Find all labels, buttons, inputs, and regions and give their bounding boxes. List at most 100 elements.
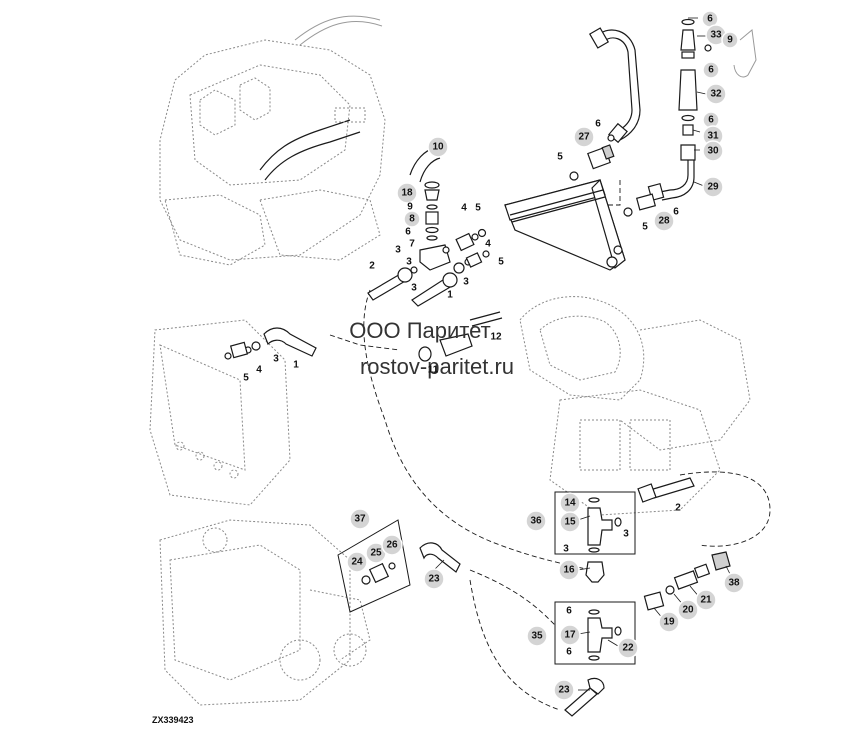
fitting-16	[585, 561, 605, 583]
bracket-parts-11-12	[418, 311, 503, 362]
callout-19: 19	[658, 611, 680, 633]
part-label-3: 3	[411, 283, 417, 294]
callout-38: 38	[723, 572, 745, 594]
callout-26: 26	[381, 534, 403, 556]
callout-circle	[526, 625, 548, 647]
callout-circle	[559, 511, 581, 533]
callout-number: 29	[707, 182, 719, 193]
callout-circle	[702, 176, 724, 198]
part-label-6: 6	[595, 119, 601, 130]
part-label-4: 4	[461, 203, 467, 214]
callout-circle	[396, 182, 418, 204]
callout-circle	[381, 534, 403, 556]
callout-circle	[702, 61, 720, 79]
callout-number: 36	[530, 516, 542, 527]
callout-circle	[403, 210, 421, 228]
part-label-9: 9	[407, 202, 413, 213]
callout-number: 8	[409, 214, 415, 225]
callout-8: 8	[403, 210, 421, 228]
callout-18: 18	[396, 182, 418, 204]
part-label-2: 2	[369, 261, 375, 272]
callout-number: 10	[432, 142, 444, 153]
callout-17: 17	[559, 624, 581, 646]
callout-circle	[558, 559, 580, 581]
part-label-3: 3	[273, 354, 279, 365]
callout-circle	[525, 510, 547, 532]
callout-circle	[617, 637, 639, 659]
callout-number: 33	[710, 30, 722, 41]
callout-circle	[702, 140, 724, 162]
ghost-transmission-left	[149, 319, 291, 506]
callout-circle	[427, 136, 449, 158]
part-label-11: 11	[428, 365, 439, 376]
part-label-3: 3	[395, 245, 401, 256]
part-label-2: 2	[675, 503, 681, 514]
callout-circle	[573, 126, 595, 148]
callout-9: 9	[721, 31, 739, 49]
part-label-4: 4	[256, 365, 262, 376]
callout-36: 36	[525, 510, 547, 532]
watermark-line2: rostov-paritet.ru	[360, 354, 514, 379]
part-label-6: 6	[566, 606, 572, 617]
callout-27: 27	[573, 126, 595, 148]
watermark-line1: ООО Паритет	[349, 318, 490, 343]
box-37-assembly	[337, 519, 461, 613]
callout-number: 20	[682, 605, 694, 616]
part-label-7: 7	[409, 239, 415, 250]
callout-21: 21	[695, 589, 717, 611]
callout-35: 35	[526, 625, 548, 647]
callout-number: 38	[728, 578, 740, 589]
ghost-engine-top	[159, 15, 386, 266]
part-label-6: 6	[405, 227, 411, 238]
bottom-hose-23	[564, 677, 605, 717]
routing-lines	[329, 180, 771, 711]
callout-number: 31	[707, 131, 719, 142]
sensor-group	[643, 551, 731, 611]
callout-circle	[723, 572, 745, 594]
tee-box-35	[554, 601, 636, 665]
callout-number: 6	[708, 115, 714, 126]
part-label-5: 5	[557, 152, 563, 163]
callout-14: 14	[559, 492, 581, 514]
callout-circle	[705, 83, 727, 105]
part-label-4: 4	[485, 239, 491, 250]
right-hose-2	[637, 477, 695, 503]
callout-16: 16	[558, 559, 580, 581]
callout-number: 19	[663, 617, 675, 628]
figure-id: ZX339423	[152, 715, 194, 725]
callout-number: 37	[354, 514, 366, 525]
callout-6: 6	[702, 61, 720, 79]
callout-number: 6	[708, 65, 714, 76]
callout-circle	[721, 31, 739, 49]
part-label-1: 1	[293, 360, 299, 371]
tee-box-36	[554, 491, 636, 555]
part-label-6: 6	[566, 647, 572, 658]
callout-23: 23	[553, 679, 575, 701]
center-hoses	[367, 228, 490, 307]
part-label-5: 5	[475, 203, 481, 214]
callout-24: 24	[346, 551, 368, 573]
callout-number: 23	[558, 685, 570, 696]
callout-10: 10	[427, 136, 449, 158]
callout-number: 27	[578, 132, 590, 143]
callout-28: 28	[653, 210, 675, 232]
callout-number: 9	[727, 35, 733, 46]
part-label-5: 5	[642, 222, 648, 233]
callout-22: 22	[617, 637, 639, 659]
callout-20: 20	[677, 599, 699, 621]
ghost-transmission-bottom	[159, 519, 371, 706]
callout-32: 32	[705, 83, 727, 105]
callout-number: 26	[386, 540, 398, 551]
callout-circle	[553, 679, 575, 701]
callout-number: 16	[563, 565, 575, 576]
callout-number: 6	[707, 14, 713, 25]
ghost-axle-right	[519, 296, 751, 516]
part-label-6: 6	[673, 207, 679, 218]
callout-number: 30	[707, 146, 719, 157]
callout-number: 18	[401, 188, 413, 199]
callout-15: 15	[559, 511, 581, 533]
callout-circle	[559, 624, 581, 646]
